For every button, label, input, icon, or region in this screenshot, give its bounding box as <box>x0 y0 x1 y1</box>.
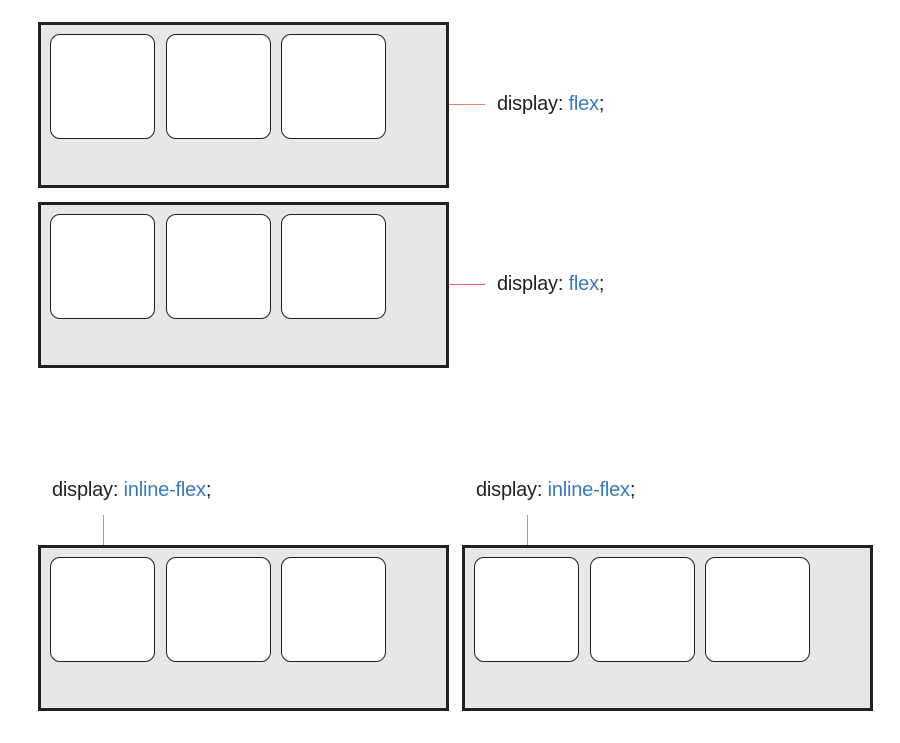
flex-item-2 <box>166 34 271 139</box>
terminator-text: ; <box>205 479 212 501</box>
inline-flex-container-1 <box>38 545 449 711</box>
flex-container-1 <box>38 22 449 188</box>
connector-line-4 <box>527 515 528 545</box>
property-text: display: <box>497 93 564 115</box>
property-text: display: <box>476 479 543 501</box>
flex-item-1 <box>50 557 155 662</box>
inline-flex-label-2: display: inline-flex; <box>476 479 635 502</box>
flex-item-2 <box>590 557 695 662</box>
connector-line-3 <box>103 515 104 545</box>
flex-item-3 <box>281 557 386 662</box>
flex-label-2: display: flex; <box>497 273 604 296</box>
flex-label-1: display: flex; <box>497 93 604 116</box>
terminator-text: ; <box>598 93 605 115</box>
value-text: inline-flex <box>123 479 206 501</box>
flex-item-3 <box>281 214 386 319</box>
flex-item-2 <box>166 557 271 662</box>
flex-item-1 <box>50 214 155 319</box>
value-text: flex <box>568 273 600 295</box>
connector-line-2 <box>449 284 485 285</box>
flex-item-3 <box>281 34 386 139</box>
flex-item-1 <box>50 34 155 139</box>
flex-item-1 <box>474 557 579 662</box>
value-text: inline-flex <box>547 479 630 501</box>
flex-item-3 <box>705 557 810 662</box>
property-text: display: <box>497 273 564 295</box>
terminator-text: ; <box>598 273 605 295</box>
flex-container-2 <box>38 202 449 368</box>
connector-line-1 <box>449 104 485 105</box>
flex-item-2 <box>166 214 271 319</box>
value-text: flex <box>568 93 600 115</box>
terminator-text: ; <box>629 479 636 501</box>
property-text: display: <box>52 479 119 501</box>
inline-flex-container-2 <box>462 545 873 711</box>
inline-flex-label-1: display: inline-flex; <box>52 479 211 502</box>
